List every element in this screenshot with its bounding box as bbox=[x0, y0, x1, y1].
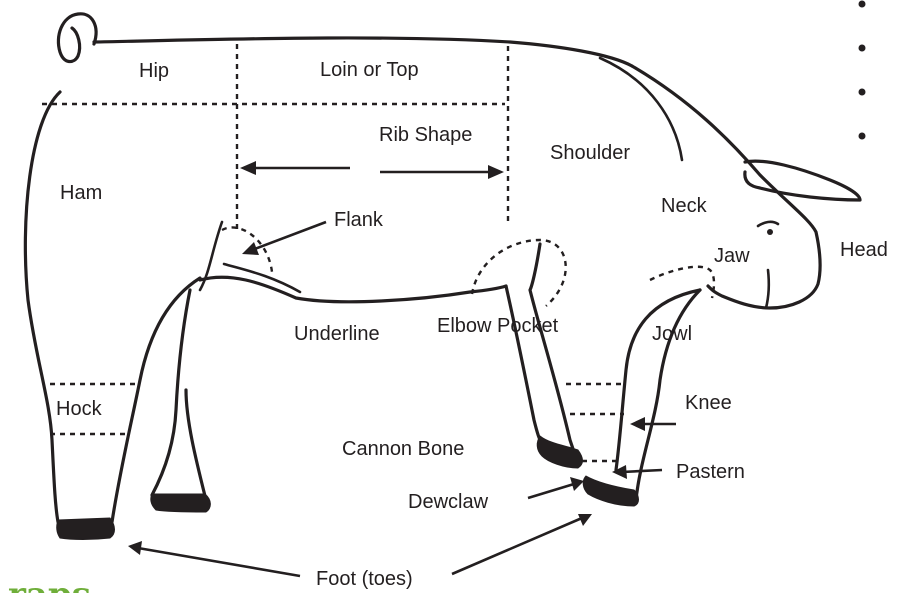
pig-rear-leg-second bbox=[152, 290, 190, 495]
front-hoof-near bbox=[537, 436, 582, 468]
front-hoof-far bbox=[583, 476, 638, 506]
bullet-point bbox=[859, 45, 866, 52]
pig-head-outline bbox=[632, 66, 820, 308]
label-flank: Flank bbox=[334, 209, 384, 231]
bullet-point bbox=[859, 89, 866, 96]
pig-rear-leg-second-back bbox=[186, 390, 205, 496]
bullet-point bbox=[859, 133, 866, 140]
label-cannon-bone: Cannon Bone bbox=[342, 438, 464, 460]
elbow-pocket-outline bbox=[472, 240, 566, 306]
pig-front-leg-near bbox=[506, 286, 544, 446]
pig-tail bbox=[58, 14, 96, 62]
logo-fragment: raps bbox=[8, 575, 91, 593]
label-jaw: Jaw bbox=[714, 245, 750, 267]
label-hip: Hip bbox=[139, 60, 169, 82]
pig-front-leg-far bbox=[616, 290, 700, 470]
pastern-arrow bbox=[612, 465, 662, 479]
pig-eye-pupil bbox=[767, 229, 773, 235]
label-pastern: Pastern bbox=[676, 461, 745, 483]
flank-arrow bbox=[242, 222, 326, 255]
pig-underline bbox=[200, 277, 506, 302]
label-elbow-pocket: Elbow Pocket bbox=[437, 315, 559, 337]
label-ham: Ham bbox=[60, 182, 102, 204]
pig-ear bbox=[745, 161, 860, 200]
label-shoulder: Shoulder bbox=[550, 142, 630, 164]
label-hock: Hock bbox=[56, 398, 103, 420]
foot-arrow-right bbox=[452, 514, 592, 574]
label-neck: Neck bbox=[661, 195, 708, 217]
rear-hoof-far bbox=[151, 494, 211, 512]
label-head: Head bbox=[840, 239, 888, 261]
rib-shape-arrows bbox=[240, 161, 504, 179]
pig-rear-outline bbox=[25, 92, 60, 522]
label-loin: Loin or Top bbox=[320, 59, 419, 81]
dewclaw-arrow bbox=[528, 477, 584, 498]
label-dewclaw: Dewclaw bbox=[408, 491, 489, 513]
foot-arrow-left bbox=[128, 541, 300, 576]
label-underline: Underline bbox=[294, 323, 380, 345]
rear-hoof-near bbox=[57, 518, 115, 540]
label-foot: Foot (toes) bbox=[316, 568, 413, 590]
label-knee: Knee bbox=[685, 392, 732, 414]
pig-mouth bbox=[766, 270, 769, 308]
bullet-point bbox=[859, 1, 866, 8]
label-rib-shape: Rib Shape bbox=[379, 124, 472, 146]
label-jowl: Jowl bbox=[652, 323, 692, 345]
pig-eye bbox=[758, 222, 778, 226]
